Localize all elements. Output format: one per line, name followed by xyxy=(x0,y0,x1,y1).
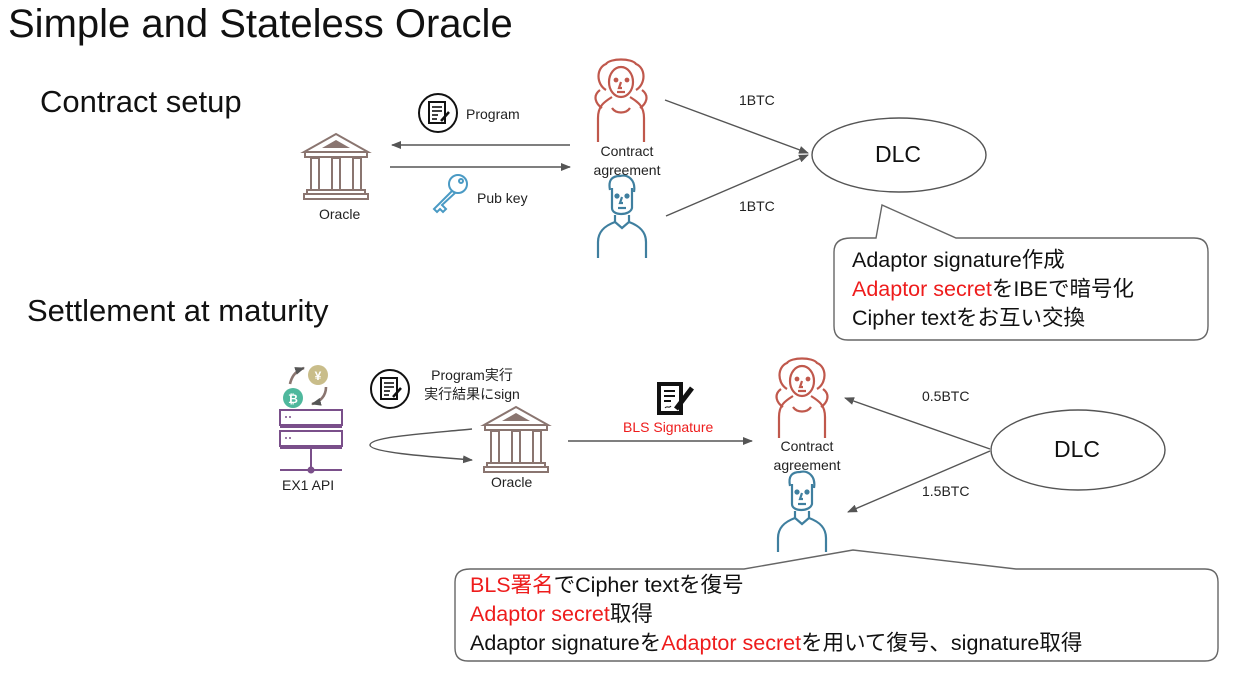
callout-setup-text: Adaptor signature作成 Adaptor secretをIBEで暗… xyxy=(852,246,1134,333)
amount-top-setup: 1BTC xyxy=(739,92,775,108)
man-party-icon-settlement xyxy=(776,470,828,552)
amount-top-settlement: 0.5BTC xyxy=(922,388,970,404)
exchange-api-server-icon: ¥ ₿ xyxy=(279,365,343,474)
adaptor-secret-highlight-2: Adaptor secret xyxy=(470,602,610,626)
callout-settlement-line1: BLS署名でCipher textを復号 xyxy=(470,571,1082,600)
agreement-line2: agreement xyxy=(593,162,661,178)
program-exec-line2: 実行結果にsign xyxy=(424,386,520,402)
callout-setup-line3: Cipher textをお互い交換 xyxy=(852,306,1085,330)
amount-bottom-setup: 1BTC xyxy=(739,198,775,214)
page-title: Simple and Stateless Oracle xyxy=(8,2,513,46)
callout-settlement-text: BLS署名でCipher textを復号 Adaptor secret取得 Ad… xyxy=(470,571,1082,658)
amount-bottom-settlement: 1.5BTC xyxy=(922,483,970,499)
section-heading-settlement: Settlement at maturity xyxy=(27,293,329,328)
section-heading-setup: Contract setup xyxy=(40,84,242,119)
agreement-line1: Contract xyxy=(600,143,654,159)
oracle-label-settlement: Oracle xyxy=(491,474,533,490)
man-party-icon xyxy=(596,174,648,258)
callout-settlement-line3-b: を用いて復号、signature取得 xyxy=(801,631,1083,655)
oracle-building-icon xyxy=(300,132,372,200)
dlc-ellipse-setup xyxy=(811,117,987,193)
ex1-api-label: EX1 API xyxy=(282,477,335,493)
callout-setup-line2: Adaptor secretをIBEで暗号化 xyxy=(852,275,1134,304)
callout-setup-line1: Adaptor signature作成 xyxy=(852,248,1065,272)
program-exec-label: Program実行 実行結果にsign xyxy=(412,366,532,404)
contract-agreement-label-settlement: Contract agreement xyxy=(757,437,857,475)
adaptor-secret-highlight-3: Adaptor secret xyxy=(661,631,802,655)
callout-setup-bubble xyxy=(833,203,1209,341)
svg-text:¥: ¥ xyxy=(315,369,322,383)
callout-setup-line2-rest: をIBEで暗号化 xyxy=(991,277,1134,301)
bls-signature-label: BLS Signature xyxy=(623,419,714,435)
program-label: Program xyxy=(466,106,520,122)
arrow-0-5btc xyxy=(844,397,991,450)
callout-settlement-bubble xyxy=(454,549,1219,662)
svg-text:₿: ₿ xyxy=(288,392,298,406)
program-execution-icon xyxy=(370,369,410,409)
adaptor-secret-highlight: Adaptor secret xyxy=(852,277,992,301)
signed-document-icon xyxy=(657,382,694,415)
callout-settlement-line2: Adaptor secret取得 xyxy=(470,600,1082,629)
callout-settlement-line3-a: Adaptor signatureを xyxy=(470,631,662,655)
woman-party-icon xyxy=(594,58,648,142)
program-exec-line1: Program実行 xyxy=(431,367,513,383)
callout-settlement-line1-rest: でCipher textを復号 xyxy=(553,573,744,597)
bls-signature-highlight: BLS署名 xyxy=(470,573,554,597)
program-document-icon xyxy=(418,93,458,133)
arrow-1btc-bottom xyxy=(665,154,809,217)
key-icon xyxy=(432,174,468,214)
agreement-line2-settlement: agreement xyxy=(773,457,841,473)
arrow-1btc-top xyxy=(664,99,809,154)
dlc-label-settlement: DLC xyxy=(1054,436,1101,462)
contract-agreement-label-setup: Contract agreement xyxy=(577,142,677,180)
oracle-building-icon-settlement xyxy=(480,405,552,473)
api-to-oracle-loop-arrow xyxy=(369,428,473,464)
oracle-label-setup: Oracle xyxy=(319,206,361,222)
callout-settlement-line2-rest: 取得 xyxy=(609,602,653,626)
callout-settlement-line3: Adaptor signatureをAdaptor secretを用いて復号、s… xyxy=(470,629,1082,658)
agreement-line1-settlement: Contract xyxy=(780,438,834,454)
arrow-1-5btc xyxy=(847,450,991,513)
woman-party-icon-settlement xyxy=(775,357,829,438)
dlc-ellipse-settlement xyxy=(990,409,1166,491)
dlc-label-setup: DLC xyxy=(875,141,922,167)
pubkey-label: Pub key xyxy=(477,190,528,206)
